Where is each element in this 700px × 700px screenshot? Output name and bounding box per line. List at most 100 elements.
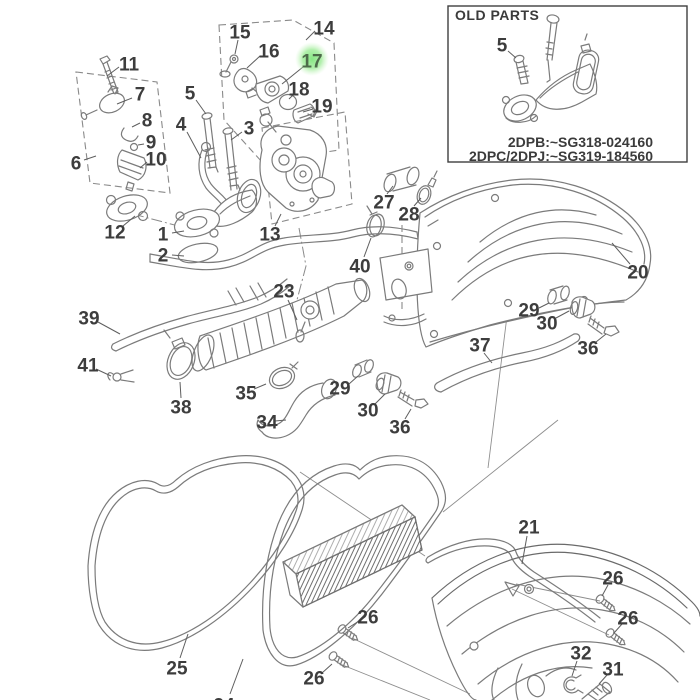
sensor-set-box-14: [218, 19, 340, 163]
leader-line: [321, 663, 333, 674]
old-parts-drawing: [501, 14, 600, 123]
leader-line: [413, 197, 422, 207]
part-label-13: 13: [259, 225, 280, 246]
throttle-sensor-17: [245, 75, 290, 104]
part-label-35: 35: [235, 384, 257, 405]
ring-9: [129, 142, 139, 152]
part-label-3: 3: [244, 119, 255, 140]
leader-line: [234, 39, 239, 55]
part-label-23: 23: [273, 282, 294, 303]
leader-line: [305, 30, 316, 41]
part-label-20: 20: [627, 263, 648, 284]
clip-8: [120, 127, 139, 142]
part-label-26: 26: [357, 608, 378, 629]
leader-line: [521, 535, 528, 565]
part-label-5: 5: [497, 36, 508, 57]
air-duct-27: [383, 166, 420, 193]
leader-line: [195, 99, 207, 115]
air-cleaner-case-lower: [431, 543, 700, 700]
air-cleaner-case-20: [379, 178, 652, 348]
part-label-39: 39: [78, 309, 99, 330]
leader-line: [179, 381, 182, 399]
part-label-31: 31: [602, 660, 624, 681]
part-label-25: 25: [166, 659, 188, 680]
leader-line: [363, 237, 372, 258]
bolt-3: [222, 127, 241, 191]
part-label-34: 34: [256, 413, 278, 434]
part-label-30: 30: [357, 401, 378, 422]
part-label-11: 11: [119, 55, 140, 76]
bracket-37: [434, 333, 581, 393]
screw-15: [219, 54, 239, 78]
part-label-28: 28: [398, 205, 419, 226]
damper-30-right: [569, 296, 596, 319]
part-label-14: 14: [313, 19, 335, 40]
part-label-5: 5: [185, 84, 196, 105]
part-label-19: 19: [311, 97, 332, 118]
part-label-17: 17: [301, 52, 322, 73]
leader-line: [186, 131, 202, 159]
leader-line: [137, 143, 145, 146]
leader-line: [97, 321, 121, 335]
clip-32: [563, 674, 584, 694]
air-filter-element-24: [282, 504, 423, 608]
part-label-41: 41: [77, 356, 99, 377]
leader-line: [106, 66, 120, 77]
part-label-2: 2: [158, 246, 169, 267]
collar-29-right: [547, 285, 570, 305]
o-ring-18: [278, 93, 298, 111]
part-label-1: 1: [158, 225, 169, 246]
clamp-35: [268, 361, 299, 390]
intake-manifold-assembly: [173, 112, 258, 264]
leader-line: [229, 658, 244, 695]
leader-line: [131, 122, 141, 128]
leader-line: [253, 383, 267, 390]
leader-line: [274, 419, 287, 422]
air-cleaner-joint-23: [191, 277, 371, 372]
leader-line: [139, 161, 148, 169]
leader-line: [288, 93, 295, 100]
part-label-6: 6: [71, 154, 82, 175]
leader-line: [122, 215, 136, 227]
bolt-11: [99, 55, 119, 95]
bolt-5: [201, 112, 219, 173]
leader-line: [601, 584, 609, 597]
part-label-32: 32: [570, 644, 591, 665]
part-label-26: 26: [617, 609, 638, 630]
part-label-15: 15: [229, 23, 251, 44]
screw-26: [337, 624, 359, 641]
sensor-19: [292, 103, 318, 124]
leader-line: [83, 155, 97, 161]
part-label-18: 18: [288, 80, 309, 101]
part-label-37: 37: [469, 336, 490, 357]
leader-line: [179, 633, 189, 659]
leader-line: [171, 230, 185, 234]
pipe-34: [256, 378, 338, 439]
part-label-12: 12: [104, 223, 125, 244]
part-label-30: 30: [536, 314, 557, 335]
old-parts-code-2: 2DPC/2DPJ:~SG319-184560: [469, 148, 653, 164]
hose-clamp-38: [163, 329, 196, 380]
leader-line: [246, 55, 261, 69]
screw-26: [605, 628, 626, 646]
element-seat-outline: [262, 455, 447, 667]
construction-lines: [132, 213, 610, 700]
part-label-36: 36: [577, 339, 598, 360]
leader-line: [374, 393, 386, 405]
part-label-8: 8: [142, 111, 153, 132]
leader-line: [386, 185, 394, 195]
old-parts-code-1: 2DPB:~SG318-024160: [508, 134, 653, 150]
leader-line: [302, 108, 314, 113]
leader-line: [287, 299, 298, 321]
air-vent-hose-39: [110, 278, 292, 352]
part-label-7: 7: [135, 85, 146, 106]
leader-line: [538, 302, 550, 309]
leader-line: [171, 254, 185, 257]
clip-41: [107, 369, 135, 383]
part-label-10: 10: [145, 150, 166, 171]
bolt-36-right: [587, 315, 620, 337]
part-label-16: 16: [258, 42, 279, 63]
leader-line: [598, 674, 608, 685]
